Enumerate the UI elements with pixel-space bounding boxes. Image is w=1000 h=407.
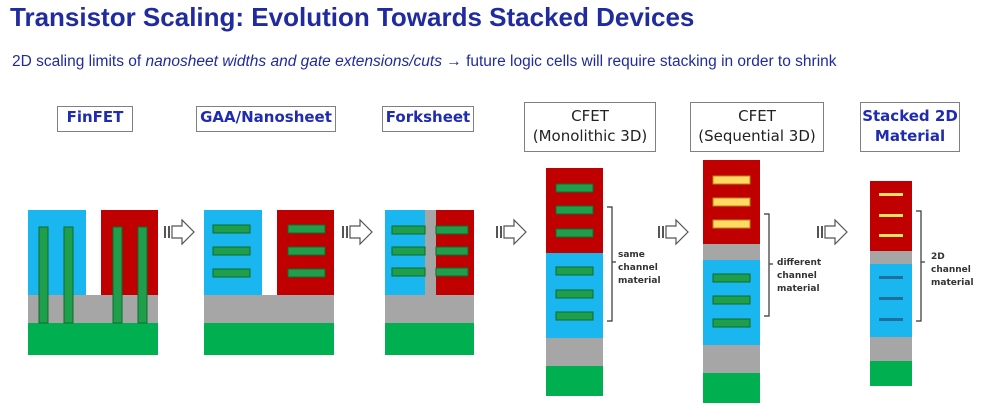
finfet-isolation	[28, 295, 158, 323]
label-cfet-seq-line2: (Sequential 3D)	[698, 127, 816, 145]
forksheet-nanosheet	[391, 267, 426, 277]
cfet-mono-nanosheet	[555, 311, 594, 321]
bracket-icon	[607, 206, 613, 322]
forksheet-nanosheet	[391, 246, 426, 256]
cfet-seq-nanosheet	[712, 318, 751, 328]
cfet-seq-nanosheet	[712, 295, 751, 305]
stacked-2d-channel	[879, 318, 903, 321]
subtitle-arrow: →	[446, 53, 462, 70]
gaa-device	[204, 210, 334, 355]
gaa-nanosheet	[212, 246, 251, 256]
cfet-mono-isolation	[546, 338, 603, 366]
gaa-nanosheet	[212, 268, 251, 278]
transition-arrow-icon	[341, 219, 373, 245]
subtitle-emphasis: nanosheet widths and gate extensions/cut…	[145, 53, 442, 70]
label-forksheet-line1: Forksheet	[385, 108, 471, 126]
label-cfet-seq-line1: CFET	[738, 107, 776, 125]
subtitle: 2D scaling limits of nanosheet widths an…	[12, 53, 837, 71]
stacked-2d-note-line2: channel	[931, 265, 971, 275]
label-finfet-line1: FinFET	[66, 108, 124, 126]
label-cfet-mono-line1: CFET	[571, 107, 609, 125]
forksheet-nanosheet	[435, 246, 469, 256]
forksheet-nanosheet	[435, 225, 469, 235]
stacked-2d-channel	[879, 193, 903, 196]
cfet-mono-note-line1: same	[618, 250, 645, 260]
gaa-nanosheet	[212, 224, 251, 234]
stacked-2d-channel	[879, 276, 903, 279]
finfet-fin	[38, 226, 49, 324]
gaa-nanosheet	[287, 268, 326, 278]
cfet-seq-top-channel	[712, 175, 751, 185]
cfet-mono-substrate	[546, 366, 603, 396]
bracket-icon	[764, 213, 770, 317]
forksheet-dielectric-wall	[425, 210, 436, 295]
cfet-seq-top-channel	[712, 197, 751, 207]
label-stacked-2d-line1: Stacked 2D	[862, 107, 958, 125]
gaa-nanosheet	[287, 224, 326, 234]
subtitle-part1: 2D scaling limits of	[12, 53, 146, 70]
forksheet-nanosheet	[435, 267, 469, 277]
forksheet-isolation	[385, 295, 474, 323]
cfet-mono-nanosheet	[555, 266, 594, 276]
finfet-substrate	[28, 323, 158, 355]
cfet-seq-note-line1: different	[777, 258, 822, 268]
label-stacked-2d-line2: Material	[874, 127, 946, 145]
cfet-mono-nanosheet	[555, 228, 594, 238]
stacked-2d-channel	[879, 297, 903, 300]
transition-arrow-icon	[163, 219, 195, 245]
finfet-p-region	[101, 210, 158, 295]
label-cfet-monolithic: CFET (Monolithic 3D)	[524, 102, 656, 152]
forksheet-device	[385, 210, 474, 355]
stacked-2d-bonding-layer	[870, 251, 912, 264]
transition-arrow-icon	[816, 219, 848, 245]
finfet-fin	[137, 226, 148, 324]
stacked-2d-note-line3: material	[931, 278, 974, 288]
bracket-icon	[916, 210, 922, 322]
label-gaa-line1: GAA/Nanosheet	[200, 108, 332, 126]
cfet-seq-substrate	[703, 373, 760, 403]
label-forksheet: Forksheet	[382, 106, 474, 132]
transition-arrow-icon	[657, 219, 689, 245]
gaa-nanosheet	[287, 246, 326, 256]
stacked-2d-note-line1: 2D	[931, 252, 945, 262]
cfet-seq-note-line3: material	[777, 284, 820, 294]
cfet-seq-nanosheet	[712, 273, 751, 283]
label-finfet: FinFET	[57, 106, 133, 132]
forksheet-substrate	[385, 323, 474, 355]
page-title: Transistor Scaling: Evolution Towards St…	[10, 2, 695, 32]
stacked-2d-isolation	[870, 337, 912, 361]
cfet-seq-top-channel	[712, 219, 751, 229]
cfet-seq-bonding-layer	[703, 244, 760, 260]
forksheet-nanosheet	[391, 225, 426, 235]
transition-arrow-icon	[495, 219, 527, 245]
cfet-mono-nanosheet	[555, 289, 594, 299]
label-gaa-nanosheet: GAA/Nanosheet	[196, 106, 336, 132]
gaa-isolation	[204, 295, 334, 323]
label-cfet-mono-line2: (Monolithic 3D)	[532, 127, 648, 145]
cfet-mono-note-line2: channel	[618, 263, 658, 273]
cfet-sequential-device: different channel material	[703, 160, 822, 403]
finfet-n-region	[28, 210, 86, 295]
finfet-fin	[112, 226, 123, 324]
cfet-mono-note-line3: material	[618, 276, 661, 286]
gaa-substrate	[204, 323, 334, 355]
cfet-monolithic-device: same channel material	[546, 168, 661, 396]
cfet-mono-nanosheet	[555, 205, 594, 215]
label-cfet-sequential: CFET (Sequential 3D)	[690, 102, 824, 152]
stacked-2d-substrate	[870, 361, 912, 386]
cfet-seq-note-line2: channel	[777, 271, 817, 281]
finfet-device	[28, 210, 158, 355]
stacked-2d-device: 2D channel material	[870, 181, 974, 386]
finfet-fin	[63, 226, 74, 324]
stacked-2d-n-region	[870, 264, 912, 337]
label-stacked-2d: Stacked 2D Material	[860, 102, 960, 152]
stacked-2d-channel	[879, 214, 903, 217]
subtitle-part2: future logic cells will require stacking…	[461, 53, 837, 70]
cfet-mono-nanosheet	[555, 183, 594, 193]
cfet-seq-isolation	[703, 345, 760, 373]
stacked-2d-channel	[879, 234, 903, 237]
